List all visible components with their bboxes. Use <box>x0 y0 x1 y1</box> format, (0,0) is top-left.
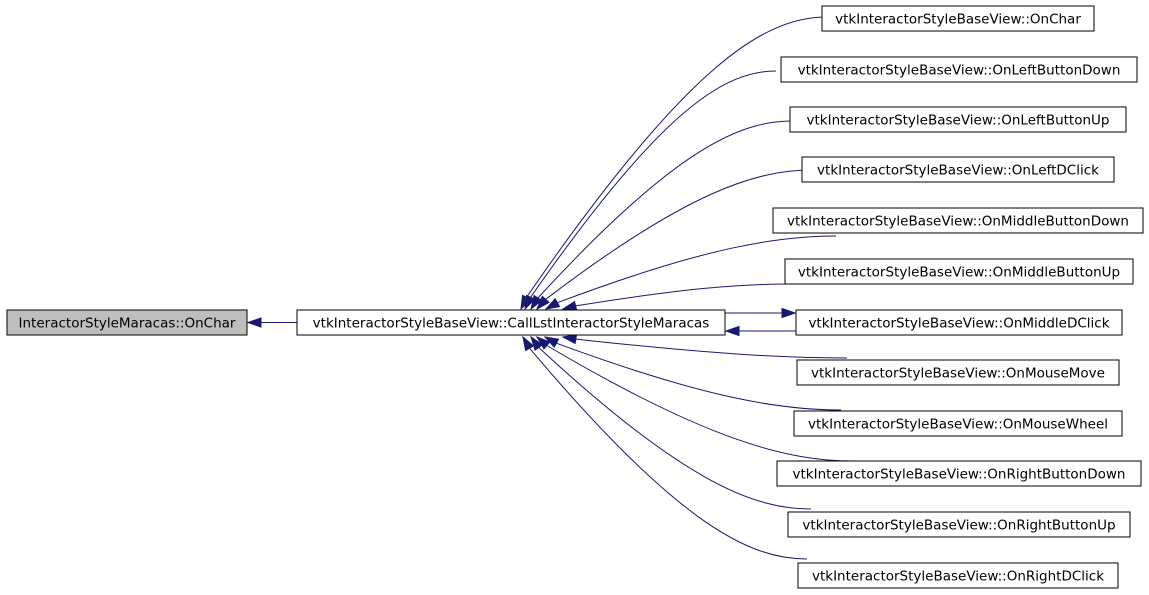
node-caller-5[interactable]: vtkInteractorStyleBaseView::OnMiddleButt… <box>784 258 1134 285</box>
node-caller-1[interactable]: vtkInteractorStyleBaseView::OnLeftButton… <box>780 56 1138 83</box>
node-caller-9[interactable]: vtkInteractorStyleBaseView::OnRightButto… <box>776 460 1142 487</box>
node-hub-label: vtkInteractorStyleBaseView::CallLstInter… <box>313 316 710 332</box>
node-caller-1-box <box>780 56 1138 83</box>
edge-caller-5 <box>575 283 790 307</box>
node-caller-6-label: vtkInteractorStyleBaseView::OnMiddleDCli… <box>808 316 1109 332</box>
node-caller-10[interactable]: vtkInteractorStyleBaseView::OnRightButto… <box>787 511 1131 538</box>
node-caller-4-label: vtkInteractorStyleBaseView::OnMiddleButt… <box>787 214 1129 230</box>
node-caller-0-box <box>821 5 1095 32</box>
edge-caller-5-arrowhead <box>561 300 578 311</box>
node-caller-10-box <box>787 511 1131 538</box>
node-caller-11-box <box>797 562 1119 589</box>
edges-layer <box>246 16 854 560</box>
node-caller-8-label: vtkInteractorStyleBaseView::OnMouseWheel <box>808 417 1108 433</box>
edge-caller-8 <box>556 342 842 411</box>
node-caller-5-box <box>784 258 1134 285</box>
node-caller-10-label: vtkInteractorStyleBaseView::OnRightButto… <box>802 518 1115 534</box>
edge-caller-6-to-hub-arrowhead <box>724 325 740 337</box>
node-caller-4[interactable]: vtkInteractorStyleBaseView::OnMiddleButt… <box>772 207 1144 234</box>
edge-caller-9 <box>546 345 854 462</box>
node-root[interactable]: InteractorStyleMaracas::OnChar <box>6 309 248 336</box>
node-caller-2[interactable]: vtkInteractorStyleBaseView::OnLeftButton… <box>789 106 1127 133</box>
edge-caller-4-arrowhead <box>544 297 561 310</box>
node-caller-11[interactable]: vtkInteractorStyleBaseView::OnRightDClic… <box>797 562 1119 589</box>
node-caller-0[interactable]: vtkInteractorStyleBaseView::OnChar <box>821 5 1095 32</box>
edge-caller-11 <box>529 347 808 560</box>
node-caller-7-label: vtkInteractorStyleBaseView::OnMouseMove <box>811 366 1105 382</box>
node-caller-7[interactable]: vtkInteractorStyleBaseView::OnMouseMove <box>796 359 1120 386</box>
node-caller-2-label: vtkInteractorStyleBaseView::OnLeftButton… <box>806 113 1109 129</box>
node-caller-8[interactable]: vtkInteractorStyleBaseView::OnMouseWheel <box>793 410 1123 437</box>
edge-caller-6-from-hub-arrowhead <box>781 307 797 319</box>
edge-caller-3 <box>545 169 813 300</box>
edge-caller-4 <box>557 235 837 304</box>
node-root-label: InteractorStyleMaracas::OnChar <box>19 316 236 332</box>
node-caller-8-box <box>793 410 1123 437</box>
node-caller-3-label: vtkInteractorStyleBaseView::OnLeftDClick <box>817 163 1099 179</box>
edge-caller-1 <box>530 70 777 298</box>
node-caller-2-box <box>789 106 1127 133</box>
node-caller-0-label: vtkInteractorStyleBaseView::OnChar <box>835 12 1081 28</box>
edge-hub-to-root-arrowhead <box>246 317 262 328</box>
node-caller-1-label: vtkInteractorStyleBaseView::OnLeftButton… <box>798 63 1121 79</box>
node-caller-6[interactable]: vtkInteractorStyleBaseView::OnMiddleDCli… <box>795 309 1123 336</box>
node-caller-11-label: vtkInteractorStyleBaseView::OnRightDClic… <box>812 569 1104 585</box>
node-caller-6-box <box>795 309 1123 336</box>
node-caller-9-box <box>776 460 1142 487</box>
edge-caller-2 <box>537 120 793 299</box>
edge-caller-7-arrowhead <box>561 334 578 345</box>
node-caller-3-box <box>801 156 1115 183</box>
node-caller-4-box <box>772 207 1144 234</box>
node-caller-9-label: vtkInteractorStyleBaseView::OnRightButto… <box>793 467 1126 483</box>
node-hub[interactable]: vtkInteractorStyleBaseView::CallLstInter… <box>296 309 726 336</box>
node-root-box <box>6 309 248 336</box>
edge-caller-7 <box>575 338 848 359</box>
node-caller-7-box <box>796 359 1120 386</box>
node-hub-box <box>296 309 726 336</box>
node-caller-3[interactable]: vtkInteractorStyleBaseView::OnLeftDClick <box>801 156 1115 183</box>
edge-caller-0 <box>526 16 828 298</box>
edge-caller-3-arrowhead <box>535 295 550 311</box>
node-caller-5-label: vtkInteractorStyleBaseView::OnMiddleButt… <box>798 265 1120 281</box>
edge-caller-10 <box>538 347 812 510</box>
